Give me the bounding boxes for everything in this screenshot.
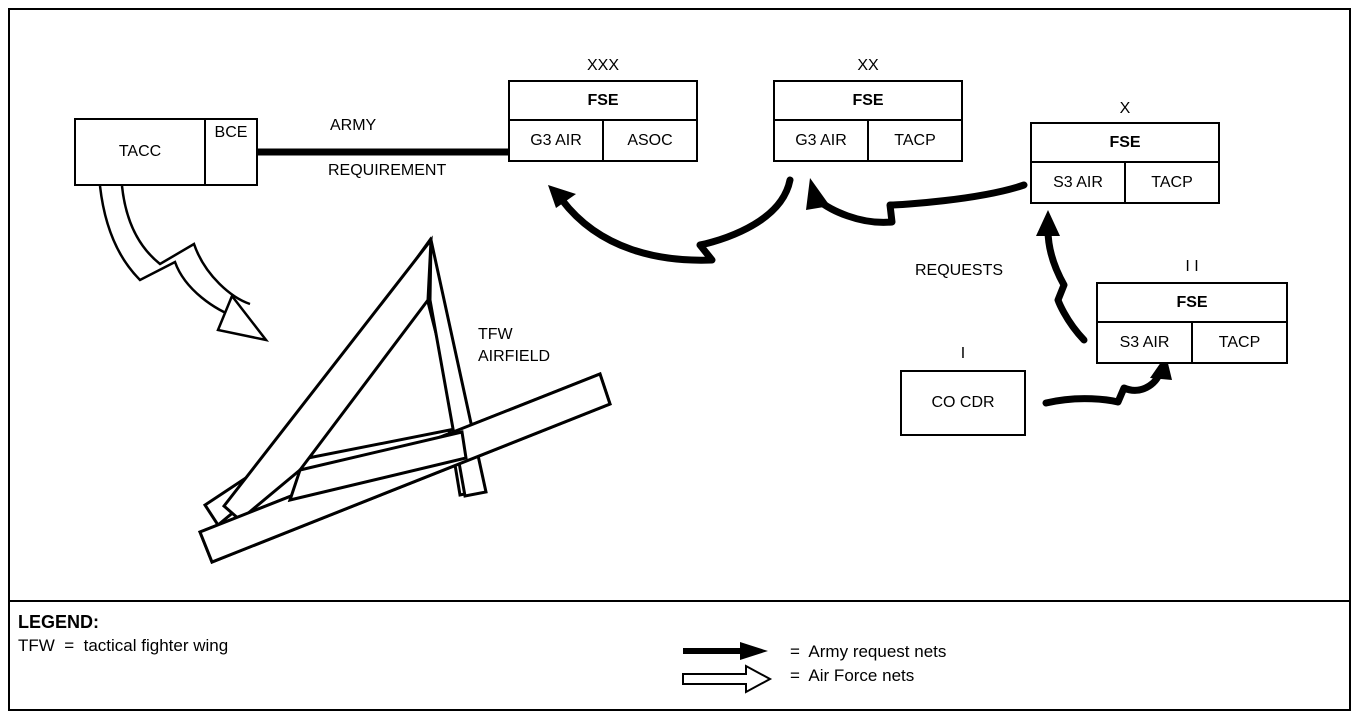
bce-box-lower [204,146,258,186]
bce-label: BCE [215,124,248,142]
corps-fse-box: FSE G3 AIR ASOC [508,80,698,162]
bce-box: BCE [204,118,258,148]
legend-army-nets: = Army request nets [790,642,946,662]
airforce-net-arrow [100,186,266,340]
battalion-tacp: TACP [1191,323,1286,362]
corps-echelon: XXX [508,57,698,75]
battalion-s3-air: S3 AIR [1098,323,1191,362]
brigade-fse-label: FSE [1032,124,1218,163]
brigade-s3-air: S3 AIR [1032,163,1124,202]
requests-label: REQUESTS [915,262,1003,280]
requirement-label: REQUIREMENT [328,162,446,180]
tacc-box: TACC [74,118,206,186]
airfield-label-line2: AIRFIELD [478,348,550,366]
battalion-fse-box: FSE S3 AIR TACP [1096,282,1288,364]
co-cdr-box: CO CDR [900,370,1026,436]
army-request-nets [562,180,1160,403]
co-cdr-label: CO CDR [931,394,994,412]
legend-army-arrow [683,642,768,660]
brigade-fse-box: FSE S3 AIR TACP [1030,122,1220,204]
battalion-fse-label: FSE [1098,284,1286,323]
legend-tfw-definition: TFW = tactical fighter wing [18,636,228,656]
corps-fse-label: FSE [510,82,696,121]
division-fse-box: FSE G3 AIR TACP [773,80,963,162]
tacc-label: TACC [119,143,161,161]
legend-airforce-arrow [683,666,770,692]
brigade-tacp: TACP [1124,163,1218,202]
corps-g3-air: G3 AIR [510,121,602,160]
brigade-echelon: X [1030,100,1220,118]
battalion-echelon: I I [1096,258,1288,276]
army-request-heads [548,178,1172,380]
company-echelon: I [900,345,1026,363]
division-fse-label: FSE [775,82,961,121]
legend-title: LEGEND: [18,612,99,633]
division-tacp: TACP [867,121,961,160]
airfield-label-line1: TFW [478,326,513,344]
corps-asoc: ASOC [602,121,696,160]
army-label: ARMY [330,117,376,135]
division-g3-air: G3 AIR [775,121,867,160]
division-echelon: XX [773,57,963,75]
legend-airforce-nets: = Air Force nets [790,666,914,686]
